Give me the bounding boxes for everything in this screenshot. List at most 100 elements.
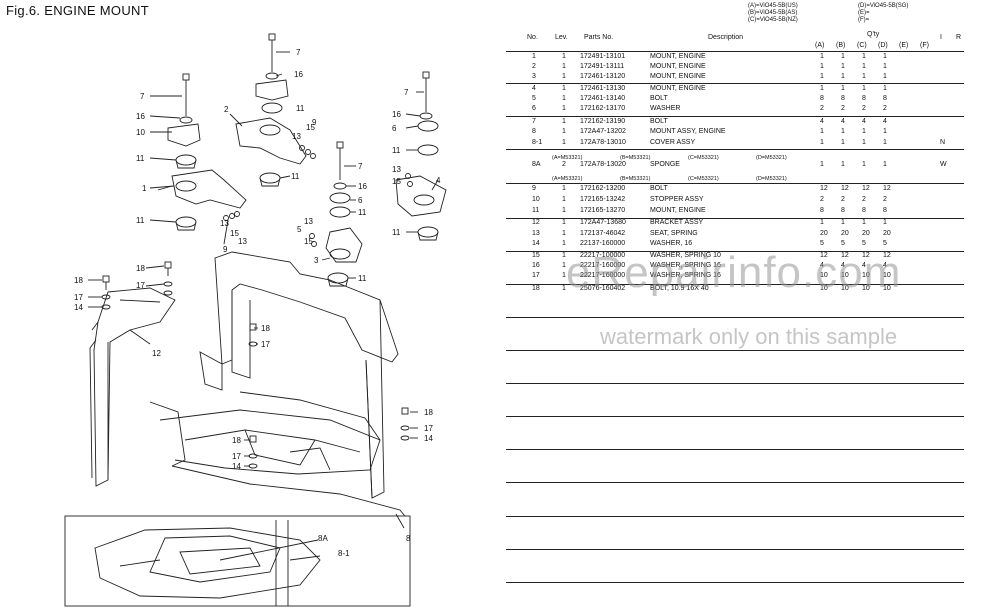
model-legend-right: (D)=ViO45-5B(SG) (E)= (F)= (858, 3, 909, 23)
cell-qty-c: 1 (862, 73, 866, 80)
cell-qty-c: 10 (862, 285, 870, 292)
cell-lev: 1 (562, 285, 566, 292)
cell-no: 11 (532, 207, 540, 214)
table-rule (506, 116, 964, 117)
cell-qty-b: 8 (841, 207, 845, 214)
cell-qty-b: 10 (841, 285, 849, 292)
cell-no: 13 (532, 230, 540, 237)
cell-qty-b: 2 (841, 196, 845, 203)
col-qty: Q'ty (867, 31, 880, 38)
callout-7-far-right: 7 (404, 88, 409, 97)
cell-no: 4 (532, 85, 536, 92)
callout-11-far-right: 11 (392, 146, 401, 155)
callout-13-left-b: 13 (238, 237, 247, 246)
cell-lev: 1 (562, 185, 566, 192)
table-rule (506, 449, 964, 450)
cell-qty-c: 4 (862, 262, 866, 269)
cell-qty-c: 1 (862, 63, 866, 70)
cell-parts-no: 172A78-13010 (580, 139, 626, 146)
cell-parts-no: 25076-160402 (580, 285, 626, 292)
callout-8a: 8A (318, 534, 328, 543)
cell-qty-c: 1 (862, 219, 866, 226)
cell-qty-a: 10 (820, 272, 828, 279)
cell-lev: 1 (562, 196, 566, 203)
col-qty-f: (F) (920, 42, 929, 49)
cell-description: MOUNT, ENGINE (650, 73, 706, 80)
callout-17-c: 17 (261, 340, 270, 349)
cell-qty-b: 12 (841, 252, 849, 259)
cell-qty-d: 1 (883, 53, 887, 60)
cell-qty-a: 1 (820, 73, 824, 80)
figure-title: Fig.6. ENGINE MOUNT (6, 3, 149, 18)
cell-qty-a: 1 (820, 85, 824, 92)
col-qty-a: (A) (815, 42, 825, 49)
cell-no: 10 (532, 196, 540, 203)
cell-lev: 1 (562, 252, 566, 259)
cell-qty-c: 12 (862, 252, 870, 259)
cell-qty-c: 8 (862, 207, 866, 214)
col-parts-no: Parts No. (584, 34, 614, 41)
cell-lev: 1 (562, 272, 566, 279)
callout-7-top: 7 (296, 48, 301, 57)
callout-13-center: 13 (304, 217, 313, 226)
callout-15-top: 15 (306, 123, 315, 132)
callout-8: 8 (406, 534, 411, 543)
cell-qty-c: 2 (862, 196, 866, 203)
cell-description: BOLT (650, 95, 668, 102)
cell-description: MOUNT, ENGINE (650, 53, 706, 60)
callout-13-far-right: 13 (392, 165, 401, 174)
cell-qty-c: 1 (862, 85, 866, 92)
cell-qty-c: 8 (862, 95, 866, 102)
callout-15-far-right: 15 (392, 177, 401, 186)
table-rule (506, 51, 964, 52)
cell-lev: 1 (562, 95, 566, 102)
cell-parts-no: 172491-13111 (580, 63, 625, 70)
callout-7-left: 7 (140, 92, 145, 101)
cell-qty-a: 2 (820, 105, 824, 112)
cell-qty-d: 12 (883, 185, 891, 192)
cell-qty-b: 1 (841, 63, 845, 70)
cell-qty-b: 1 (841, 219, 845, 226)
col-qty-e: (E) (899, 42, 909, 49)
table-rule (506, 218, 964, 219)
cell-description: BOLT (650, 185, 668, 192)
callout-16-top: 16 (294, 70, 303, 79)
col-r: R (956, 34, 962, 41)
cell-parts-no: 172162-13190 (580, 118, 626, 125)
table-rule (506, 416, 964, 417)
table-rule (506, 516, 964, 517)
callout-13-left: 13 (220, 219, 229, 228)
cell-qty-a: 1 (820, 53, 824, 60)
callout-18-d: 18 (424, 408, 433, 417)
callout-7-right: 7 (358, 162, 363, 171)
cell-description: WASHER, SPRING 10 (650, 252, 721, 259)
cell-qty-b: 12 (841, 185, 849, 192)
cell-no: 16 (532, 262, 540, 269)
table-rule (506, 350, 964, 351)
cell-qty-b: 1 (841, 161, 845, 168)
cell-lev: 1 (562, 128, 566, 135)
table-rule (506, 383, 964, 384)
cell-qty-b: 10 (841, 272, 849, 279)
callout-11-right-low: 11 (358, 274, 367, 283)
table-rule (506, 183, 964, 184)
exploded-parts-diagram: 7 16 11 2 13 15 9 11 7 16 10 11 1 11 7 1… (64, 33, 447, 607)
cell-no: 5 (532, 95, 536, 102)
callout-14-d: 14 (424, 434, 433, 443)
col-i: I (940, 34, 942, 41)
cell-qty-d: 4 (883, 118, 887, 125)
cell-qty-b: 5 (841, 240, 845, 247)
cell-qty-a: 12 (820, 185, 828, 192)
cell-parts-no: 172A47-13680 (580, 219, 626, 226)
cell-description: WASHER, 16 (650, 240, 693, 247)
model-legend-left: (A)=ViO45-5B(US) (B)=ViO45-5B(AS) (C)=Vi… (748, 3, 798, 23)
cell-qty-d: 1 (883, 73, 887, 80)
